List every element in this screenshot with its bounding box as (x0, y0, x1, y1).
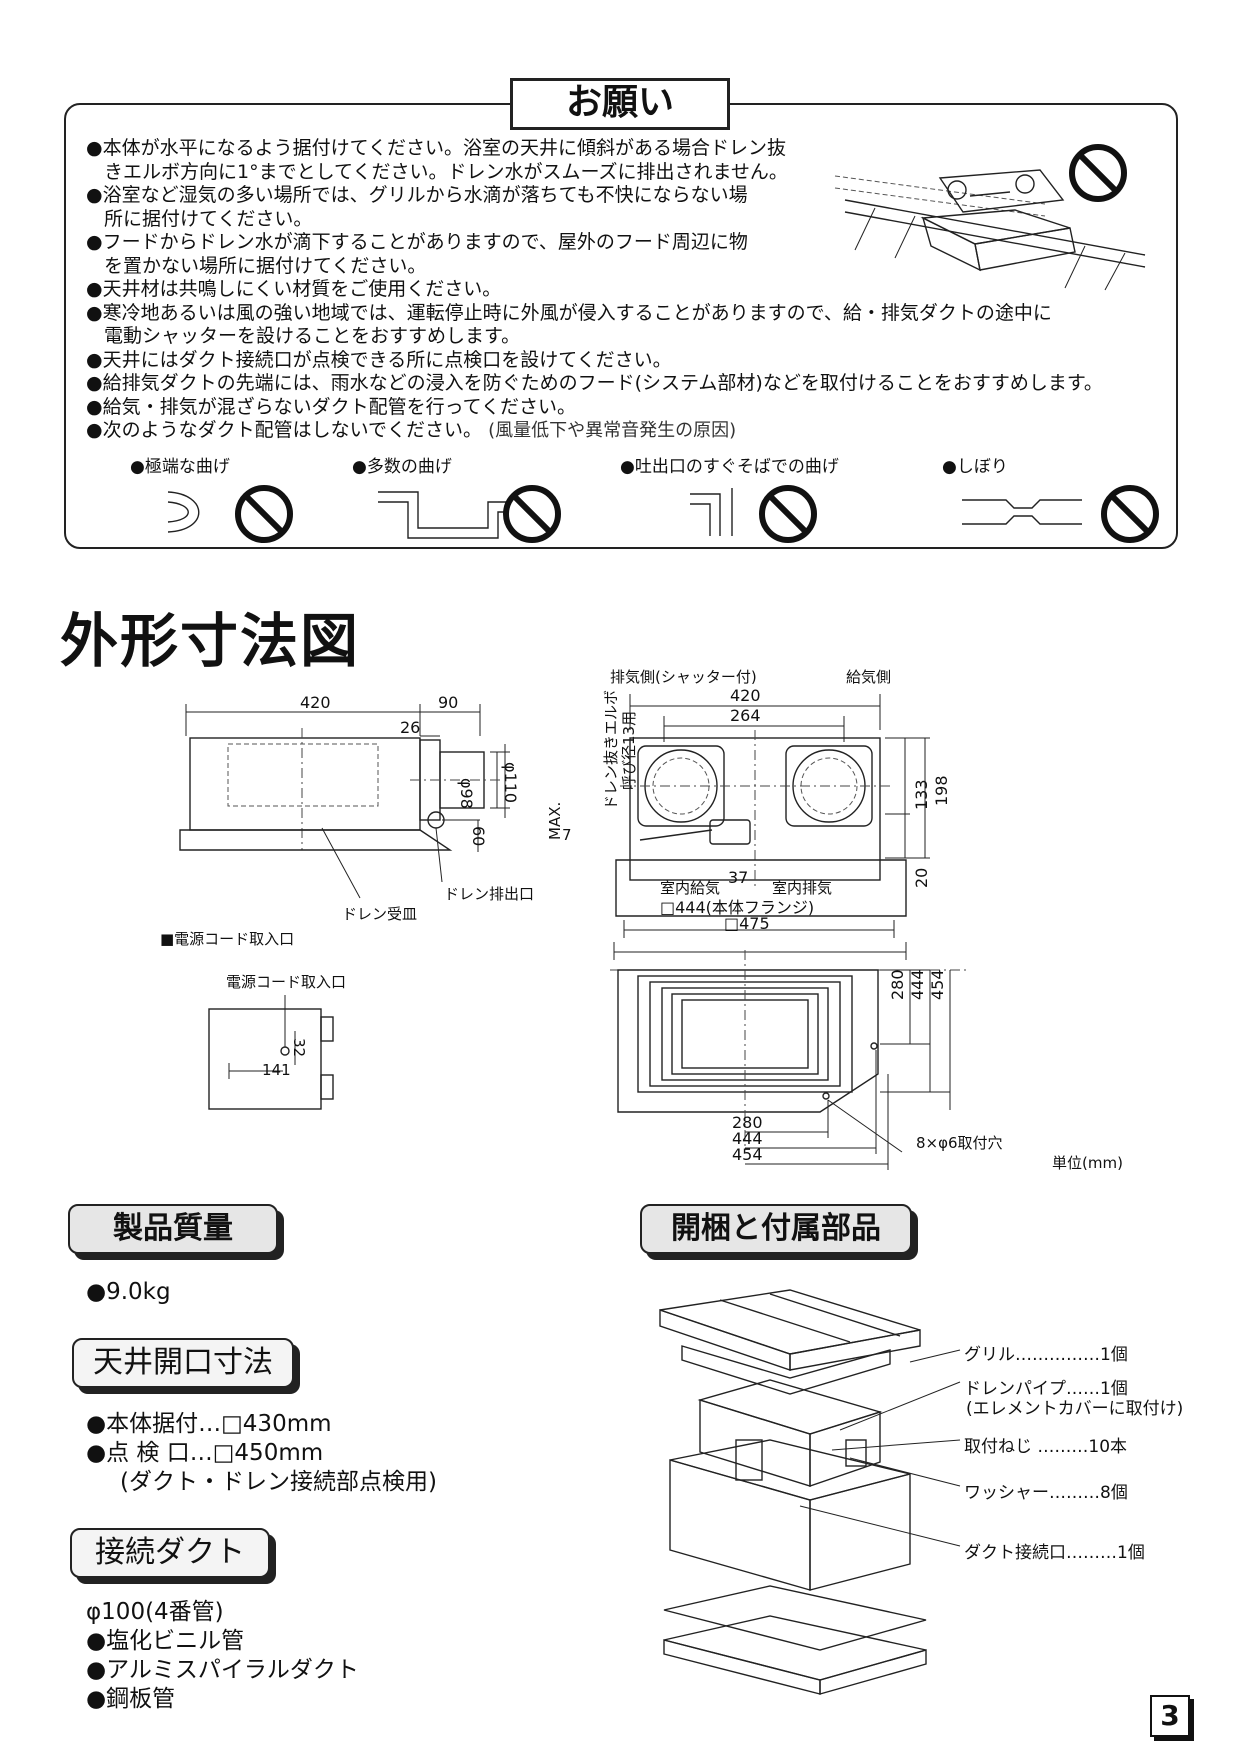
outer-label: □475 (724, 914, 770, 933)
leader-lines (799, 1349, 961, 1547)
cord-entry-label: 電源コード取入口 (226, 973, 347, 991)
cord-dim-32: 32 (290, 1038, 308, 1058)
mounting-holes-label: 8×φ6取付穴 (916, 1134, 1003, 1152)
duct-line-3: ●アルミスパイラルダクト (86, 1657, 359, 1683)
notice-item: ●フードからドレン水が滴下することがありますので、屋外のフード周辺に物 (86, 231, 748, 253)
bottom-dim-r-444: 444 (908, 969, 927, 1000)
accessory-washers: ワッシャー………8個 (964, 1483, 1128, 1503)
bend-many-illustration (378, 491, 508, 539)
bend-outlet-illustration (690, 488, 733, 536)
top-dim-264: 264 (730, 706, 761, 725)
top-dim-420: 420 (730, 686, 761, 705)
top-dim-37: 37 (728, 868, 749, 887)
bend-label-outlet: ●吐出口のすぐそばでの曲げ (620, 457, 839, 477)
cord-dim-141: 141 (262, 1061, 291, 1079)
notice-item: ●給排気ダクトの先端には、雨水などの浸入を防ぐためのフード(システム部材)などを… (86, 372, 1103, 394)
duct-line-1: φ100(4番管) (86, 1599, 224, 1625)
top-view-drawing (620, 694, 930, 890)
notice-item-cont: きエルボ方向に1°までとしてください。ドレン水がスムーズに排出されません。 (104, 160, 788, 183)
bottom-dim-r-454: 454 (928, 969, 947, 1000)
notice-item: ●浴室など湿気の多い場所では、グリルから水滴が落ちても不快にならない場 (86, 184, 748, 206)
prohibited-icon (235, 485, 293, 543)
section-title: 外形寸法図 (60, 607, 361, 675)
notice-item-cont: 電動シャッターを設けることをおすすめします。 (104, 325, 521, 347)
dim-60: 60 (469, 826, 488, 847)
cord-entry-drawing (208, 995, 334, 1110)
bottom-dim-b-444: 444 (732, 1129, 763, 1148)
duct-tab: 接続ダクト (70, 1528, 270, 1578)
bottom-dim-b-280: 280 (732, 1113, 763, 1132)
notice-last-item: ●次のようなダクト配管はしないでください。 (86, 419, 483, 441)
supply-side-label: 給気側 (846, 668, 892, 686)
opening-tab: 天井開口寸法 (72, 1338, 294, 1388)
unpack-tab: 開梱と付属部品 (640, 1204, 912, 1254)
bend-extreme-illustration (167, 491, 200, 533)
opening-line-2: ●点 検 口…□450mm (86, 1440, 324, 1466)
mass-tab: 製品質量 (68, 1204, 278, 1254)
drain-outlet-label: ドレン排出口 (444, 885, 535, 903)
prohibited-icon (1101, 485, 1159, 543)
accessory-grille: グリル……………1個 (964, 1345, 1128, 1365)
notice-item: ●寒冷地あるいは風の強い地域では、運転停止時に外風が侵入することがありますので、… (86, 301, 1052, 324)
opening-line-1: ●本体据付…□430mm (86, 1411, 332, 1437)
bottom-dim-b-454: 454 (732, 1145, 763, 1164)
accessory-screws: 取付ねじ ………10本 (964, 1437, 1128, 1457)
flange-label: □444(本体フランジ) (660, 898, 815, 917)
prohibited-icon (1069, 144, 1127, 202)
dim-phi110: φ110 (501, 762, 520, 804)
bend-label-squeeze: ●しぼり (942, 457, 1008, 477)
bottom-view-drawing (610, 950, 970, 1170)
bend-label-many: ●多数の曲げ (352, 457, 452, 477)
top-view-panel (613, 859, 907, 960)
bottom-dim-r-280: 280 (888, 969, 907, 1000)
notice-title: お願い (510, 78, 730, 130)
notice-item: ●本体が水平になるよう据付けてください。浴室の天井に傾斜がある場合ドレン抜 (86, 137, 787, 159)
slope-illustration (834, 169, 1146, 291)
prohibited-icon (503, 485, 561, 543)
indoor-exhaust-label: 室内排気 (772, 879, 833, 897)
notice-list: ●本体が水平になるよう据付けてください。浴室の天井に傾斜がある場合ドレン抜 きエ… (86, 137, 1103, 443)
opening-line-3: (ダクト・ドレン接続部点検用) (120, 1469, 437, 1495)
indoor-supply-label: 室内給気 (660, 879, 721, 897)
mass-value: ●9.0kg (86, 1279, 171, 1305)
dim-phi98: φ98 (457, 778, 476, 809)
notice-item: ●天井にはダクト接続口が点検できる所に点検口を設けてください。 (86, 348, 672, 371)
accessory-drain-pipe-note: (エレメントカバーに取付け) (966, 1399, 1184, 1419)
accessory-drain-pipe: ドレンパイプ……1個 (964, 1379, 1128, 1399)
squeeze-illustration (962, 499, 1082, 525)
duct-line-2: ●塩化ビニル管 (86, 1628, 245, 1654)
notice-item: ●給気・排気が混ざらないダクト配管を行ってください。 (86, 395, 577, 418)
max-value: 7 (562, 826, 572, 844)
accessory-duct-connector: ダクト接続口………1個 (964, 1543, 1145, 1563)
notice-item-cont: を置かない場所に据付けてください。 (104, 254, 427, 277)
page-number: 3 (1150, 1695, 1190, 1737)
duct-line-4: ●鋼板管 (86, 1686, 176, 1712)
drain-pan-label: ドレン受皿 (342, 905, 418, 923)
notice-item: ●天井材は共鳴しにくい材質をご使用ください。 (86, 278, 502, 300)
package-illustration (659, 1289, 927, 1695)
cord-entry-heading: ■電源コード取入口 (160, 930, 295, 948)
top-dim-20: 20 (912, 867, 931, 888)
prohibited-icon (759, 485, 817, 543)
dim-90: 90 (438, 693, 459, 712)
notice-last-note: (風量低下や異常音発生の原因) (488, 420, 737, 441)
top-dim-133: 133 (912, 779, 931, 810)
bend-label-extreme: ●極端な曲げ (130, 457, 230, 477)
side-view-drawing (179, 704, 510, 899)
top-dim-198: 198 (932, 775, 951, 806)
exhaust-side-label: 排気側(シャッター付) (610, 668, 757, 686)
dim-26: 26 (400, 718, 421, 737)
notice-item: ●次のようなダクト配管はしないでください。 (風量低下や異常音発生の原因) (86, 419, 1103, 443)
notice-item-cont: 所に据付けてください。 (104, 207, 313, 230)
unit-label: 単位(mm) (1052, 1154, 1123, 1172)
dim-420: 420 (300, 693, 331, 712)
